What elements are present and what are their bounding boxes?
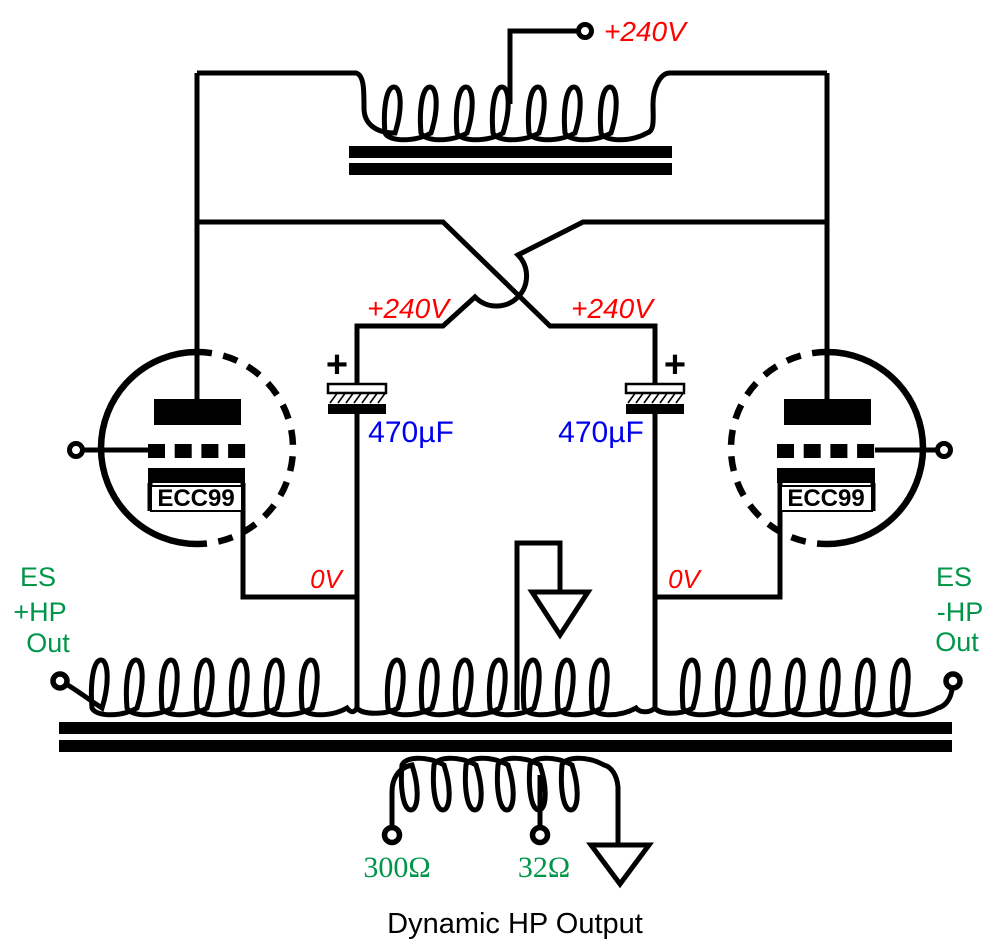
- tap-32-terminal-icon: [529, 824, 551, 846]
- es-right-line1: ES: [936, 562, 972, 592]
- top-core-bar-1: [349, 146, 672, 158]
- left-cap-value-label: 470µF: [368, 416, 454, 449]
- output-secondary-coil-icon: [389, 755, 621, 843]
- es-plus-output-terminal-icon: [50, 671, 70, 691]
- top-core-bar-2: [349, 163, 672, 175]
- left-node-voltage-label: 0V: [310, 564, 344, 594]
- secondary-ground-icon: [586, 842, 654, 889]
- center-ground-icon: [527, 589, 593, 640]
- top-primary-coil-icon: [197, 70, 827, 143]
- top-transformer: [197, 70, 827, 175]
- right-tube-label: ECC99: [787, 485, 864, 512]
- es-right-line3: Out: [935, 627, 979, 657]
- left-rail-voltage-label: +240V: [367, 293, 451, 324]
- right-rail-voltage-label: +240V: [571, 293, 655, 324]
- right-cathode-lead: [655, 483, 783, 600]
- right-cap-value-label: 470µF: [558, 416, 644, 449]
- left-cap-hatch-icon: [329, 391, 387, 404]
- cross-wire-right-to-left-with-hop: [354, 219, 827, 384]
- left-cap-negative-plate-icon: [328, 404, 386, 414]
- caption-label: Dynamic HP Output: [387, 908, 643, 940]
- right-tube-label-box: [780, 485, 873, 512]
- left-capacitor: + 470µF: [326, 344, 454, 708]
- es-left-line1: ES: [20, 562, 56, 592]
- left-cap-positive-plate-icon: [326, 382, 388, 395]
- es-output-left-label: ES +HP Out: [13, 562, 70, 658]
- right-grid-terminal-icon: [935, 441, 953, 459]
- bottom-core-bar-1: [59, 722, 952, 734]
- right-tube: ECC99: [655, 348, 953, 600]
- es-minus-output-terminal-icon: [943, 671, 963, 691]
- es-right-line2: -HP: [937, 597, 984, 627]
- bottom-core-bar-2: [59, 740, 952, 752]
- supply-terminal-icon: [576, 22, 594, 40]
- left-cathode-lead: [240, 483, 357, 600]
- right-tube-anode-icon: [784, 399, 871, 425]
- tap-300-label: 300Ω: [363, 851, 430, 884]
- left-tube: ECC99: [67, 348, 357, 600]
- left-tube-anode-icon: [154, 399, 241, 425]
- es-left-line2: +HP: [13, 597, 66, 627]
- tap-32-label: 32Ω: [518, 851, 570, 884]
- es-left-line3: Out: [26, 628, 70, 658]
- supply-wire: [507, 28, 578, 104]
- tap-300-terminal-icon: [381, 824, 403, 846]
- right-cap-positive-plate-icon: [624, 382, 686, 395]
- right-cap-hatch-icon: [627, 391, 685, 404]
- right-tube-cathode-icon: [777, 468, 875, 483]
- output-primary-coil-icon: [64, 657, 955, 718]
- right-cap-plus-icon: +: [664, 344, 686, 386]
- es-output-right-label: ES -HP Out: [935, 562, 983, 657]
- left-cap-plus-icon: +: [326, 344, 348, 386]
- right-node-voltage-label: 0V: [668, 564, 702, 594]
- output-transformer: [50, 657, 963, 889]
- left-grid-terminal-icon: [67, 441, 85, 459]
- right-cap-negative-plate-icon: [626, 404, 684, 414]
- left-tube-label-box: [150, 485, 243, 512]
- primary-center-tap-wire: [514, 540, 563, 710]
- cross-wire-left-to-right: [197, 219, 658, 384]
- left-tube-cathode-icon: [148, 468, 245, 483]
- left-tube-label: ECC99: [157, 485, 234, 512]
- supply-voltage-label: +240V: [604, 16, 688, 47]
- right-capacitor: + 470µF: [558, 344, 686, 708]
